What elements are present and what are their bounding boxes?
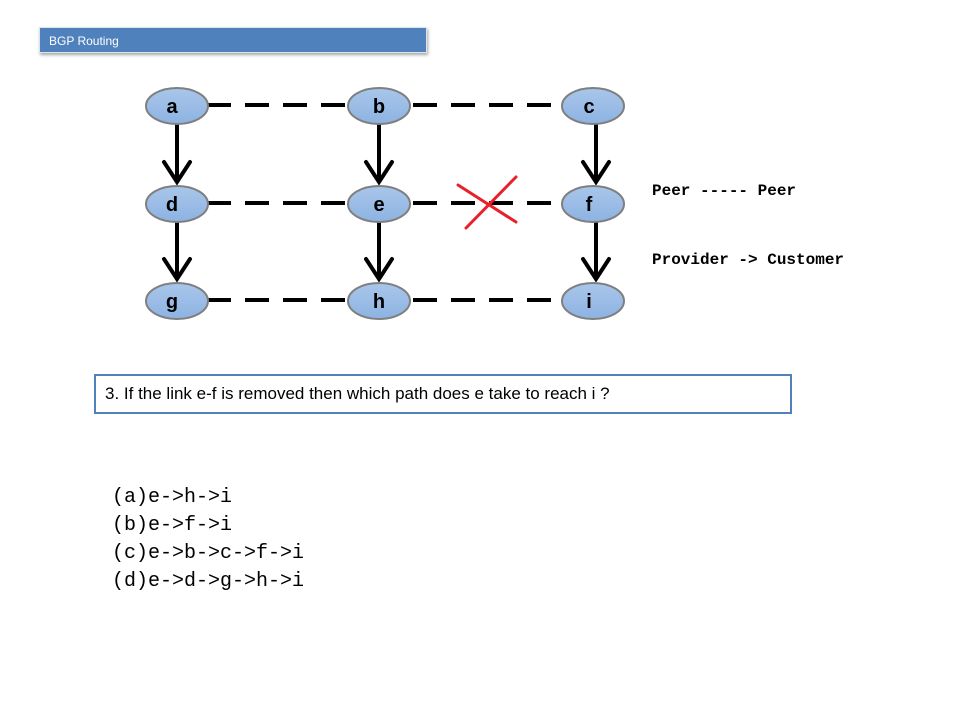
- question-box: 3. If the link e-f is removed then which…: [94, 374, 792, 414]
- node-f: [561, 185, 625, 223]
- node-e: [347, 185, 411, 223]
- provider-link-a-d: [162, 122, 192, 186]
- answer-option-d: (d)e->d->g->h->i: [112, 568, 304, 596]
- node-g: [145, 282, 209, 320]
- answer-path: e->f->i: [148, 514, 233, 537]
- answer-path: e->b->c->f->i: [148, 542, 305, 565]
- answer-path: e->h->i: [148, 486, 233, 509]
- answer-option-a: (a)e->h->i: [112, 484, 304, 512]
- removed-link-cross-icon: [456, 175, 518, 230]
- provider-link-c-f: [581, 122, 611, 186]
- answer-option-c: (c)e->b->c->f->i: [112, 540, 304, 568]
- legend-provider-customer: Provider -> Customer: [652, 251, 845, 269]
- answer-label: (d): [112, 570, 149, 593]
- provider-link-e-h: [364, 220, 394, 283]
- slide-title-bar: BGP Routing: [39, 27, 427, 53]
- node-i: [561, 282, 625, 320]
- node-label-e: e: [373, 194, 384, 216]
- legend-peer: Peer ----- Peer: [652, 182, 797, 200]
- answer-label: (c): [112, 542, 149, 565]
- answer-label: (a): [112, 486, 149, 509]
- provider-link-f-i: [581, 220, 611, 283]
- node-label-g: g: [166, 291, 178, 313]
- answer-label: (b): [112, 514, 149, 537]
- node-b: [347, 87, 411, 125]
- node-label-i: i: [586, 291, 592, 313]
- slide-title: BGP Routing: [49, 34, 119, 48]
- node-a: [145, 87, 209, 125]
- provider-link-b-e: [364, 122, 394, 186]
- provider-link-d-g: [162, 220, 192, 283]
- legend: Peer ----- Peer Provider -> Customer: [652, 134, 844, 295]
- answer-list: (a)e->h->i (b)e->f->i (c)e->b->c->f->i (…: [112, 484, 304, 596]
- node-label-b: b: [373, 96, 385, 118]
- answer-option-b: (b)e->f->i: [112, 512, 304, 540]
- answer-path: e->d->g->h->i: [148, 570, 305, 593]
- node-label-d: d: [166, 194, 178, 216]
- node-d: [145, 185, 209, 223]
- node-h: [347, 282, 411, 320]
- node-label-h: h: [373, 291, 385, 313]
- node-label-c: c: [583, 96, 594, 118]
- node-label-a: a: [166, 96, 178, 118]
- node-label-f: f: [586, 194, 593, 216]
- question-text: 3. If the link e-f is removed then which…: [105, 384, 610, 403]
- node-c: [561, 87, 625, 125]
